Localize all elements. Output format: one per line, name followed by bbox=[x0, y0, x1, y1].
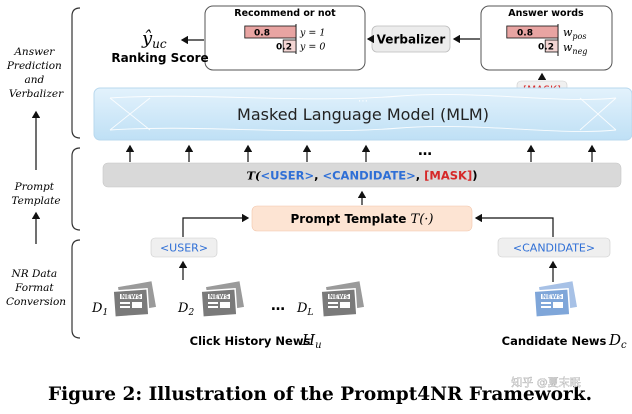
ranking-score: ŷuc Ranking Score bbox=[111, 28, 208, 65]
ranking-symbol: ŷuc bbox=[141, 28, 167, 51]
svg-text:T(<USER>, <CANDIDATE>, [MASK]): T(<USER>, <CANDIDATE>, [MASK]) bbox=[246, 169, 477, 183]
arrow-candidate-to-prompt bbox=[474, 213, 554, 237]
history-doc-1: D1 bbox=[91, 301, 108, 318]
candidate-token: <CANDIDATE> bbox=[497, 237, 611, 258]
history-doc-l: DL bbox=[296, 301, 313, 318]
recommend-box: Recommend or not 0.8 0.2 y = 1 y = 0 bbox=[204, 5, 366, 71]
svg-text:<USER>: <USER> bbox=[160, 242, 208, 255]
candidate-symbol: Dc bbox=[608, 331, 627, 351]
mlm-box: Masked Language Model (MLM) ⋯ bbox=[93, 87, 632, 141]
svg-text:NEWS: NEWS bbox=[121, 294, 141, 301]
watermark: 知乎 @夏末眠 bbox=[511, 375, 581, 389]
candidate-news-label: Candidate News bbox=[502, 334, 607, 348]
template-bar: T(<USER>, <CANDIDATE>, [MASK]) bbox=[102, 162, 622, 188]
svg-text:<CANDIDATE>: <CANDIDATE> bbox=[513, 242, 595, 255]
verbalizer-box: Verbalizer bbox=[371, 25, 451, 53]
figure-caption: Figure 2: Illustration of the Prompt4NR … bbox=[48, 384, 592, 405]
news-icon-dl: NEWS bbox=[320, 280, 365, 318]
answer-label-negative: wneg bbox=[563, 41, 587, 56]
stage-label-conversion: NR Data Format Conversion bbox=[6, 268, 66, 308]
recommend-label-negative: y = 0 bbox=[299, 42, 325, 53]
ranking-label: Ranking Score bbox=[111, 51, 208, 65]
svg-text:NEWS: NEWS bbox=[329, 294, 349, 301]
recommend-bar-negative bbox=[282, 39, 297, 53]
answer-bar-positive bbox=[506, 25, 559, 39]
news-icon-candidate: NEWS bbox=[533, 280, 578, 318]
recommend-label-positive: y = 1 bbox=[299, 28, 325, 39]
stage-label-prompt: Prompt Template bbox=[11, 181, 60, 207]
prompt-template-box: Prompt Template T(·) bbox=[251, 205, 473, 232]
svg-text:NEWS: NEWS bbox=[209, 294, 229, 301]
arrows-ellipsis: … bbox=[418, 143, 432, 159]
arrow-user-to-prompt bbox=[182, 213, 250, 237]
stage-brackets bbox=[71, 7, 81, 339]
svg-text:Prompt Template T(·): Prompt Template T(·) bbox=[290, 212, 433, 227]
mlm-dots: ⋯ bbox=[358, 96, 368, 107]
svg-text:NEWS: NEWS bbox=[542, 294, 562, 301]
click-history-label: Click History News bbox=[190, 334, 311, 348]
news-icon-d2: NEWS bbox=[200, 280, 245, 318]
answer-label-positive: wpos bbox=[563, 26, 586, 41]
svg-text:Masked Language Model (MLM): Masked Language Model (MLM) bbox=[237, 105, 489, 124]
recommend-bar-negative-value: 0.2 bbox=[276, 43, 292, 53]
answer-bar-negative-value: 0.2 bbox=[538, 43, 554, 53]
history-ellipsis: … bbox=[271, 298, 285, 314]
history-symbol: Hu bbox=[301, 331, 322, 351]
stage-label-answer: Answer Prediction and Verbalizer bbox=[6, 46, 65, 100]
user-token: <USER> bbox=[150, 237, 218, 258]
news-icon-d1: NEWS bbox=[112, 280, 157, 318]
recommend-bar-positive bbox=[244, 25, 297, 39]
template-to-mlm-arrows bbox=[125, 144, 597, 162]
answer-bar-positive-value: 0.8 bbox=[517, 29, 533, 39]
recommend-box-title: Recommend or not bbox=[234, 8, 336, 19]
history-doc-2: D2 bbox=[177, 301, 194, 318]
recommend-bar-positive-value: 0.8 bbox=[254, 29, 270, 39]
svg-text:Verbalizer: Verbalizer bbox=[377, 33, 446, 47]
answer-bar-negative bbox=[544, 39, 559, 53]
answer-box-title: Answer words bbox=[508, 8, 584, 19]
answer-words-box: Answer words 0.8 0.2 wpos wneg bbox=[480, 5, 613, 71]
